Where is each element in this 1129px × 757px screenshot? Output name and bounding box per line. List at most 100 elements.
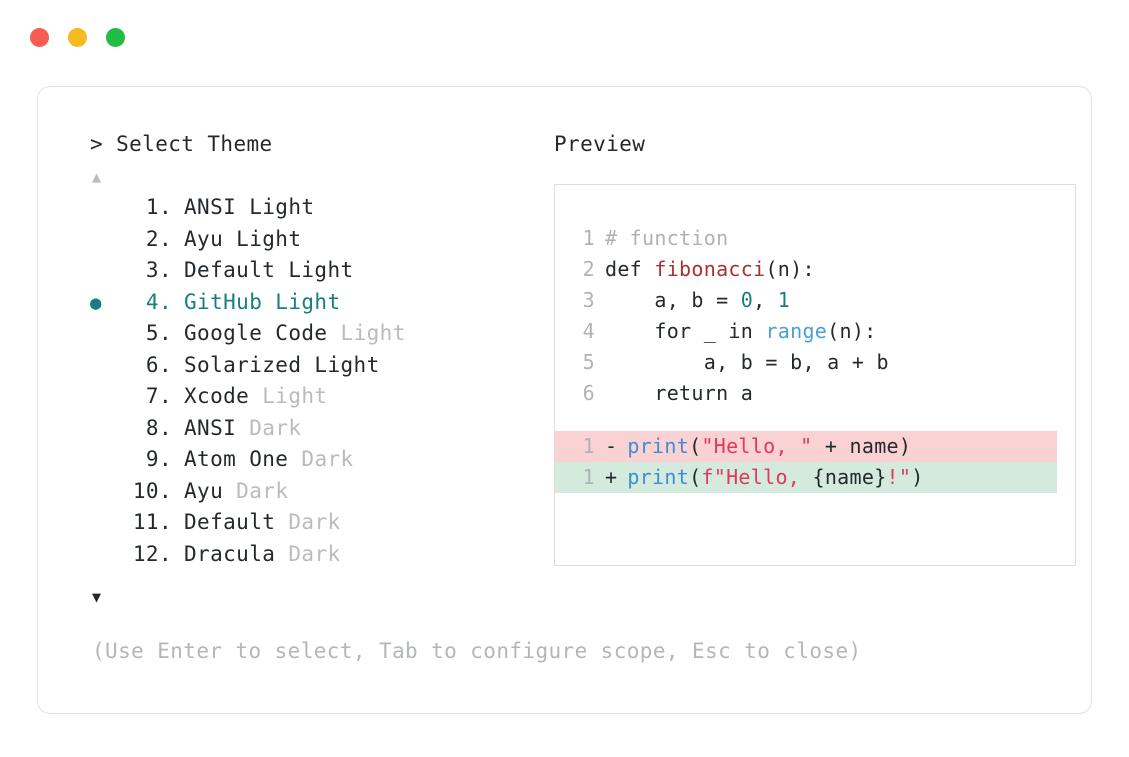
code-line: 5 a, b = b, a + b	[555, 347, 1075, 378]
theme-list-item[interactable]: ● 9.Atom One Dark	[90, 444, 534, 476]
selected-bullet-icon: ●	[90, 414, 120, 446]
code-token: fibonacci	[654, 257, 766, 281]
theme-variant: Dark	[288, 447, 354, 471]
scroll-down-icon[interactable]: ▼	[92, 588, 102, 606]
code-token: a, b = b, a + b	[605, 350, 889, 374]
line-number: 5	[582, 350, 595, 374]
theme-variant: Light	[327, 321, 406, 345]
line-number: 1	[582, 434, 595, 458]
theme-index: 11.	[132, 510, 172, 534]
theme-name: Default Light	[184, 258, 354, 282]
theme-list-item[interactable]: ●10.Ayu Dark	[90, 476, 534, 508]
theme-picker-card: > Select Theme ▲ ● 1.ANSI Light● 2.Ayu L…	[37, 86, 1092, 714]
code-token: def	[605, 257, 655, 281]
theme-variant: Dark	[236, 415, 302, 440]
theme-list-item[interactable]: ● 12. Dracula Dark	[90, 539, 534, 571]
theme-list-item[interactable]: ● 5. Google Code Light	[90, 318, 534, 350]
theme-list-item[interactable]: ● 11. Default Dark	[90, 507, 534, 539]
theme-variant: Dark	[275, 510, 341, 534]
theme-name: Solarized Light	[184, 352, 380, 377]
theme-index: 8.	[132, 415, 172, 440]
code-token: )	[911, 465, 924, 489]
theme-name: GitHub Light	[184, 289, 341, 314]
theme-index: 3.	[132, 258, 172, 282]
code-token: (	[689, 465, 702, 489]
selected-bullet-icon: ●	[90, 319, 120, 351]
close-button[interactable]	[30, 28, 49, 47]
code-line: 1 # function	[555, 223, 1075, 254]
maximize-button[interactable]	[106, 28, 125, 47]
line-number: 1	[582, 226, 595, 250]
theme-list-item[interactable]: ● 8.ANSI Dark	[90, 413, 534, 445]
theme-name: Ayu	[184, 478, 224, 503]
theme-list-item[interactable]: ● 7. Xcode Light	[90, 381, 534, 413]
code-token: 1	[777, 288, 791, 312]
selected-bullet-icon: ●	[90, 445, 120, 477]
scroll-up-icon[interactable]: ▲	[92, 168, 102, 186]
code-token: (n):	[827, 319, 877, 343]
line-number: 4	[582, 319, 595, 343]
selected-bullet-icon: ●	[90, 540, 120, 572]
line-number: 3	[582, 288, 595, 312]
code-token: (	[689, 434, 702, 458]
code-token: a, b =	[605, 288, 741, 312]
code-token: print	[627, 465, 690, 489]
code-text: for _ in range(n):	[595, 316, 877, 347]
theme-list-item[interactable]: ● 2. Ayu Light	[90, 224, 534, 256]
theme-list: ● 1. ANSI Light ● 2. Ayu Light ● 3. Default L…	[90, 192, 534, 570]
theme-list-item[interactable]: ● 4.GitHub Light	[90, 287, 534, 319]
theme-name: Atom One	[184, 447, 289, 471]
theme-name: ANSI Light	[184, 195, 315, 219]
code-token: {name}	[812, 465, 887, 489]
theme-index: 1.	[132, 195, 172, 219]
theme-list-item[interactable]: ● 6.Solarized Light	[90, 350, 534, 382]
selected-bullet-icon: ●	[90, 256, 120, 288]
selected-bullet-icon: ●	[90, 508, 120, 540]
line-number: 6	[582, 381, 595, 405]
preview-label: Preview	[554, 132, 646, 156]
code-text: a, b = b, a + b	[595, 347, 889, 378]
code-spacer	[555, 409, 1075, 431]
theme-index: 12.	[132, 541, 172, 566]
diff-sign: -	[605, 434, 618, 458]
theme-index: 5.	[132, 321, 172, 345]
code-text: a, b = 0, 1	[595, 285, 790, 316]
selected-bullet-icon: ●	[90, 193, 120, 225]
code-token: ,	[753, 288, 778, 312]
code-line: 6 return a	[555, 378, 1075, 409]
code-text: return a	[595, 378, 753, 409]
theme-index: 4.	[132, 289, 172, 314]
code-token: 0	[740, 288, 754, 312]
line-number: 1	[582, 465, 595, 489]
code-token: f"Hello,	[701, 465, 813, 489]
theme-list-item[interactable]: ● 1. ANSI Light	[90, 192, 534, 224]
theme-name: Dracula	[184, 541, 276, 566]
theme-index: 7.	[132, 384, 172, 408]
theme-index: 2.	[132, 226, 172, 251]
diff-added-line: 1+print(f"Hello, {name}!")	[555, 462, 1057, 493]
code-text: print("Hello, " + name)	[617, 431, 911, 462]
theme-variant: Dark	[275, 541, 341, 566]
diff-block: 1-print("Hello, " + name)1+print(f"Hello…	[555, 431, 1075, 493]
diff-removed-line: 1-print("Hello, " + name)	[555, 431, 1057, 462]
theme-name: Ayu Light	[184, 226, 302, 251]
code-text: print(f"Hello, {name}!")	[617, 462, 923, 493]
selected-bullet-icon: ●	[90, 382, 120, 414]
theme-list-item[interactable]: ● 3. Default Light	[90, 255, 534, 287]
code-text: # function	[595, 223, 728, 254]
code-line: 4 for _ in range(n):	[555, 316, 1075, 347]
minimize-button[interactable]	[68, 28, 87, 47]
theme-selector-panel: > Select Theme ▲ ● 1.ANSI Light● 2.Ayu L…	[64, 131, 861, 664]
theme-name: Xcode	[184, 384, 250, 408]
selected-bullet-icon: ●	[90, 225, 120, 257]
theme-name: Google Code	[184, 321, 328, 345]
theme-name: Default	[184, 510, 276, 534]
code-token: # function	[605, 226, 729, 250]
selected-bullet-icon: ●	[90, 477, 120, 509]
theme-variant: Dark	[223, 478, 289, 503]
theme-variant: Light	[249, 384, 328, 408]
